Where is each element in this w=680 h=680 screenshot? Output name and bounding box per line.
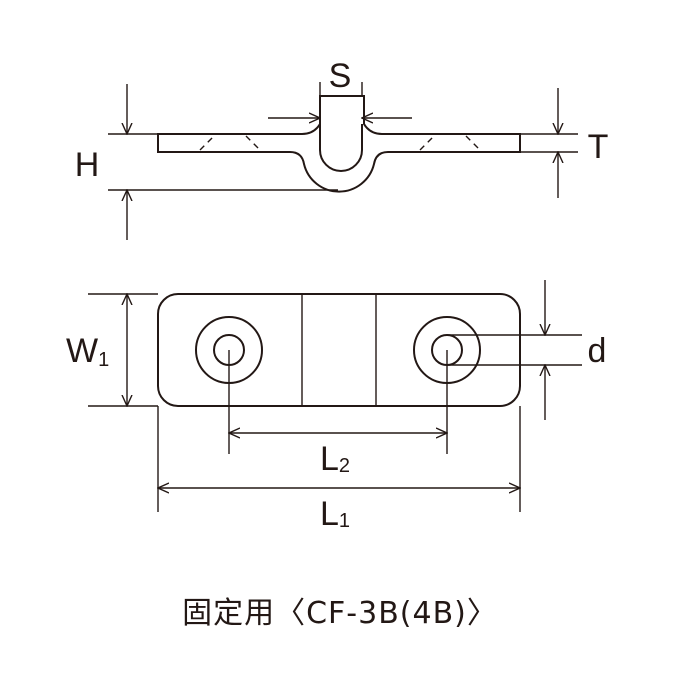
dimension-label-l2: L2	[320, 440, 350, 478]
dimension-label-l1: L1	[320, 495, 350, 533]
plate-outline	[157, 293, 521, 407]
side-profile-outline	[157, 95, 521, 193]
dimension-label-s: S	[329, 57, 352, 95]
dimension-label-d: d	[588, 332, 607, 370]
hidden-hole-right	[419, 135, 481, 151]
hidden-hole-left	[199, 135, 261, 151]
top-view: W1 d L2 L1	[66, 280, 606, 533]
dimension-label-t: T	[588, 128, 609, 166]
side-profile-inner-u	[319, 124, 363, 172]
caption: 固定用〈CF-3B(4B)〉	[182, 596, 498, 631]
dimension-label-h: H	[75, 146, 100, 184]
dimension-label-w1: W1	[66, 332, 109, 371]
side-view: S H T	[75, 57, 609, 240]
